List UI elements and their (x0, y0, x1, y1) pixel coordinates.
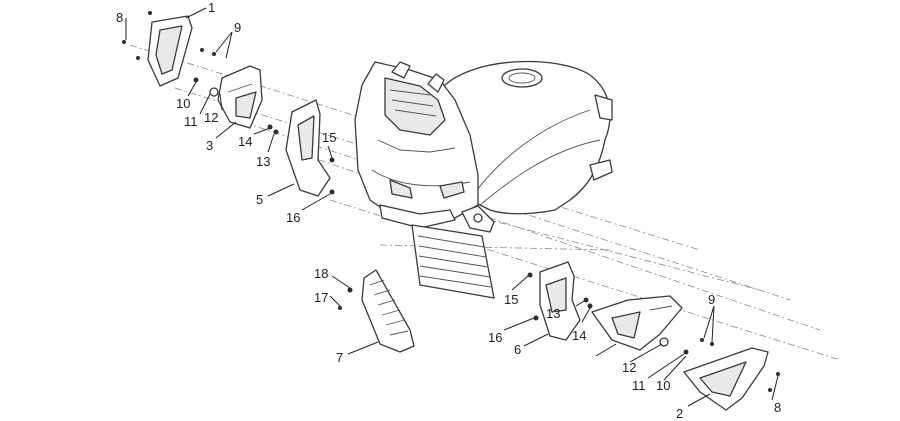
callout-17: 17 (314, 290, 328, 305)
callout-14-lower: 14 (572, 328, 586, 343)
leader-lines (125, 7, 779, 407)
callout-8-lower: 8 (774, 400, 781, 415)
callout-13-lower: 13 (546, 306, 560, 321)
callout-12-upper: 12 (204, 110, 218, 125)
callout-11-upper: 11 (184, 114, 198, 129)
callout-11-lower: 11 (632, 378, 646, 393)
callout-7: 7 (336, 350, 343, 365)
callout-8-upper: 8 (116, 10, 123, 25)
callout-5: 5 (256, 192, 263, 207)
callout-18: 18 (314, 266, 328, 281)
part-1-upper-left-panel (147, 15, 193, 87)
callout-16-lower: 16 (488, 330, 502, 345)
fasteners (122, 11, 780, 392)
callout-14-upper: 14 (238, 134, 252, 149)
callout-9-upper: 9 (234, 20, 241, 35)
part-6-right-lower-panel (539, 261, 581, 341)
callout-2: 2 (676, 406, 683, 421)
callout-15-lower: 15 (504, 292, 518, 307)
callout-9-lower: 9 (708, 292, 715, 307)
callout-labels: 1 8 9 10 11 12 3 14 13 15 5 16 18 17 7 1… (116, 0, 781, 421)
fairing-assembly (354, 60, 613, 229)
callout-6: 6 (514, 342, 521, 357)
callout-10-upper: 10 (176, 96, 190, 111)
callout-15-upper: 15 (322, 130, 336, 145)
callout-16-upper: 16 (286, 210, 300, 225)
radiator (411, 205, 495, 299)
callout-3: 3 (206, 138, 213, 153)
part-5-left-lower-panel (285, 99, 331, 197)
part-4-right-bracket (591, 295, 683, 351)
part-2-lower-right-panel (683, 347, 769, 411)
part-7-lower-grille (361, 269, 415, 353)
part-3-left-bracket (217, 65, 263, 129)
callout-12-lower: 12 (622, 360, 636, 375)
callout-13-upper: 13 (256, 154, 270, 169)
callout-1: 1 (208, 0, 215, 15)
callout-10-lower: 10 (656, 378, 670, 393)
